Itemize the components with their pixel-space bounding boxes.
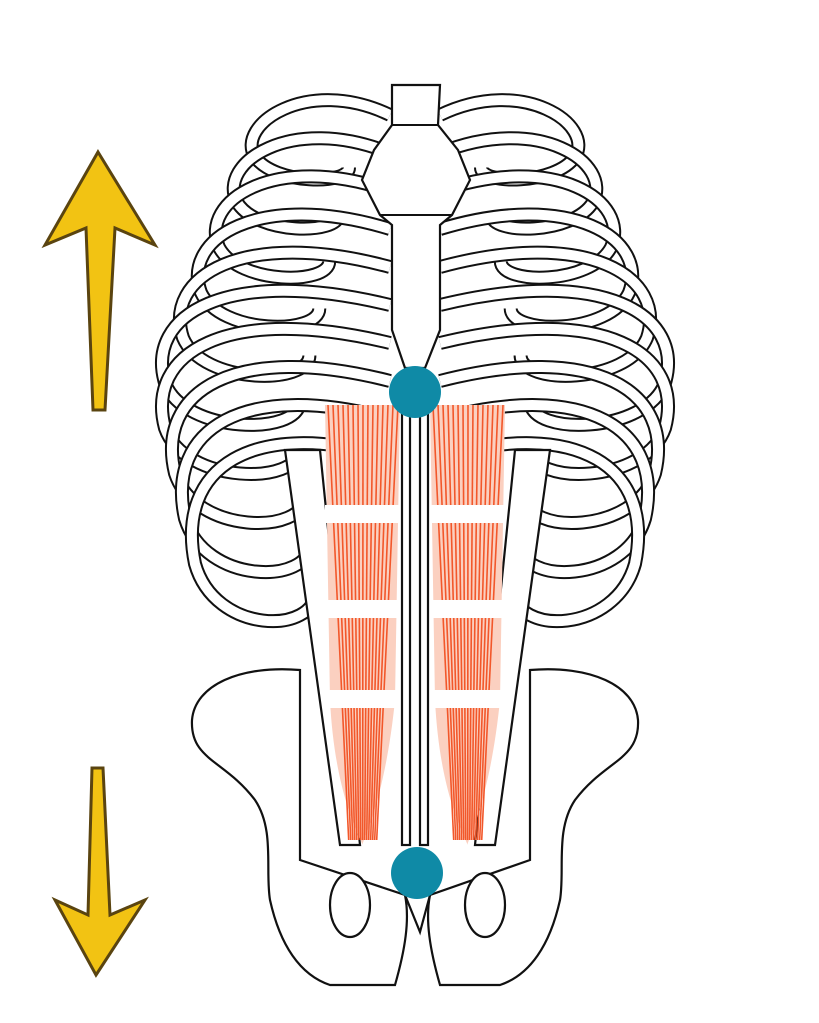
muscle-fiber xyxy=(367,404,379,841)
muscle-fiber xyxy=(472,404,484,841)
muscle-fiber xyxy=(470,404,479,841)
muscle-fiber xyxy=(437,404,457,841)
muscle-fiber xyxy=(373,404,394,841)
pelvis xyxy=(190,668,640,987)
muscle-fiber xyxy=(352,404,360,841)
muscle-fiber xyxy=(442,404,459,841)
rib xyxy=(438,438,644,627)
tendinous-intersection xyxy=(430,600,505,618)
muscle-fiber xyxy=(478,404,499,841)
rib xyxy=(176,400,392,577)
muscle-fiber xyxy=(447,404,461,841)
muscle-fiber xyxy=(347,404,358,841)
rib-cage xyxy=(155,93,675,629)
muscle-fiber xyxy=(480,404,504,841)
muscle-fiber xyxy=(452,404,463,841)
muscle-fiber xyxy=(337,404,354,841)
rectus-abdominis-muscle xyxy=(325,404,505,845)
muscle-fiber xyxy=(371,404,389,841)
tendinous-intersection xyxy=(430,505,505,523)
rib xyxy=(157,323,392,479)
attachment-point-bottom xyxy=(391,847,443,899)
muscle-fiber xyxy=(369,404,384,841)
muscle-fiber xyxy=(327,404,350,841)
rib xyxy=(438,400,654,577)
muscle-fiber xyxy=(457,404,465,841)
tendinous-intersection xyxy=(325,690,400,708)
rib xyxy=(186,438,392,627)
rib xyxy=(157,285,392,430)
muscle-fiber xyxy=(476,404,494,841)
rib xyxy=(438,285,673,430)
rectus-sheath xyxy=(283,398,552,847)
muscle-fiber xyxy=(432,404,455,841)
muscle-fiber xyxy=(332,404,352,841)
rib xyxy=(438,362,664,528)
muscle-fiber xyxy=(357,404,362,841)
tendinous-intersection xyxy=(430,690,505,708)
muscle-fiber xyxy=(468,404,474,841)
attachment-point-top xyxy=(389,366,441,418)
rib xyxy=(438,323,673,479)
muscle-fiber xyxy=(462,404,467,841)
muscle-fiber xyxy=(342,404,356,841)
tendinous-intersection xyxy=(325,600,400,618)
tendinous-intersection xyxy=(325,505,400,523)
muscle-fiber xyxy=(375,404,399,841)
muscle-fiber xyxy=(365,404,374,841)
muscle-fiber xyxy=(474,404,489,841)
arrow-up-icon xyxy=(41,149,159,412)
arrow-down-icon xyxy=(51,766,149,978)
muscle-fiber xyxy=(363,404,369,841)
rib xyxy=(166,362,392,528)
